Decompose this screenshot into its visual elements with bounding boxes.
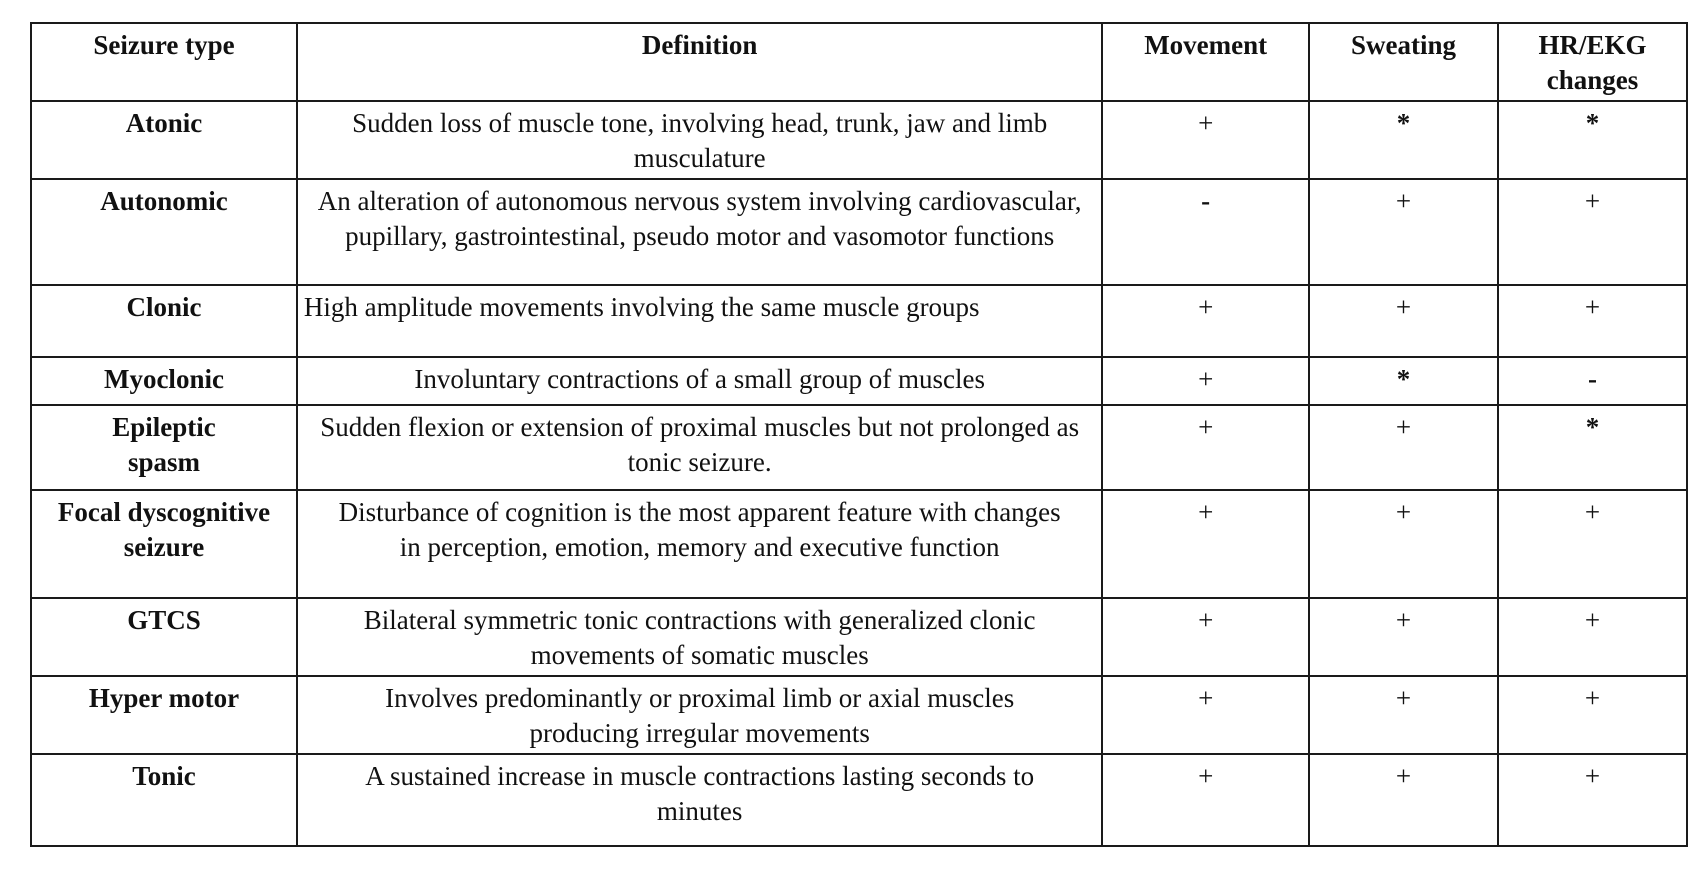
- definition-cell: Involuntary contractions of a small grou…: [295, 356, 1104, 406]
- sweating-cell: +: [1307, 489, 1499, 599]
- hr-ekg-cell: +: [1496, 489, 1689, 599]
- seizure-types-table: Seizure type Definition Movement Sweatin…: [30, 22, 1689, 847]
- sweating-cell: +: [1307, 404, 1499, 491]
- seizure-type-cell: Myoclonic: [30, 356, 298, 406]
- table-row: Clonic High amplitude movements involvin…: [30, 284, 1689, 358]
- movement-cell: +: [1101, 489, 1310, 599]
- movement-cell: +: [1101, 597, 1310, 677]
- movement-cell: +: [1101, 356, 1310, 406]
- seizure-type-cell: GTCS: [30, 597, 298, 677]
- definition-cell: An alteration of autonomous nervous syst…: [295, 178, 1104, 286]
- movement-cell: +: [1101, 675, 1310, 755]
- seizure-type-cell: Tonic: [30, 753, 298, 847]
- seizure-type-cell: Hyper motor: [30, 675, 298, 755]
- header-hr-ekg: HR/EKG changes: [1496, 22, 1689, 102]
- header-row: Seizure type Definition Movement Sweatin…: [30, 22, 1689, 102]
- movement-cell: +: [1101, 404, 1310, 491]
- hr-ekg-cell: +: [1496, 753, 1689, 847]
- table-row: Atonic Sudden loss of muscle tone, invol…: [30, 100, 1689, 180]
- definition-cell: Bilateral symmetric tonic contractions w…: [295, 597, 1104, 677]
- table-row: Epileptic spasm Sudden flexion or extens…: [30, 404, 1689, 491]
- seizure-type-cell: Epileptic spasm: [30, 404, 298, 491]
- definition-cell: Disturbance of cognition is the most app…: [295, 489, 1104, 599]
- table-row: Myoclonic Involuntary contractions of a …: [30, 356, 1689, 406]
- definition-cell: Sudden loss of muscle tone, involving he…: [295, 100, 1104, 180]
- hr-ekg-cell: +: [1496, 284, 1689, 358]
- hr-ekg-cell: *: [1496, 100, 1689, 180]
- header-definition: Definition: [295, 22, 1104, 102]
- seizure-type-cell: Atonic: [30, 100, 298, 180]
- header-seizure-type: Seizure type: [30, 22, 298, 102]
- table-row: GTCS Bilateral symmetric tonic contracti…: [30, 597, 1689, 677]
- table-row: Hyper motor Involves predominantly or pr…: [30, 675, 1689, 755]
- definition-cell: Sudden flexion or extension of proximal …: [295, 404, 1104, 491]
- hr-ekg-cell: +: [1496, 675, 1689, 755]
- seizure-type-cell: Clonic: [30, 284, 298, 358]
- header-sweating: Sweating: [1307, 22, 1499, 102]
- movement-cell: -: [1101, 178, 1310, 286]
- sweating-cell: +: [1307, 675, 1499, 755]
- sweating-cell: +: [1307, 284, 1499, 358]
- sweating-cell: *: [1307, 100, 1499, 180]
- movement-cell: +: [1101, 284, 1310, 358]
- movement-cell: +: [1101, 753, 1310, 847]
- hr-ekg-cell: +: [1496, 178, 1689, 286]
- movement-cell: +: [1101, 100, 1310, 180]
- header-movement: Movement: [1101, 22, 1310, 102]
- table-row: Tonic A sustained increase in muscle con…: [30, 753, 1689, 847]
- seizure-type-cell: Focal dyscognitive seizure: [30, 489, 298, 599]
- definition-cell: High amplitude movements involving the s…: [295, 284, 1104, 358]
- table-row: Focal dyscognitive seizure Disturbance o…: [30, 489, 1689, 599]
- sweating-cell: +: [1307, 597, 1499, 677]
- seizure-type-cell: Autonomic: [30, 178, 298, 286]
- hr-ekg-cell: -: [1496, 356, 1689, 406]
- sweating-cell: +: [1307, 178, 1499, 286]
- sweating-cell: *: [1307, 356, 1499, 406]
- hr-ekg-cell: +: [1496, 597, 1689, 677]
- definition-cell: Involves predominantly or proximal limb …: [295, 675, 1104, 755]
- definition-cell: A sustained increase in muscle contracti…: [295, 753, 1104, 847]
- table-row: Autonomic An alteration of autonomous ne…: [30, 178, 1689, 286]
- sweating-cell: +: [1307, 753, 1499, 847]
- hr-ekg-cell: *: [1496, 404, 1689, 491]
